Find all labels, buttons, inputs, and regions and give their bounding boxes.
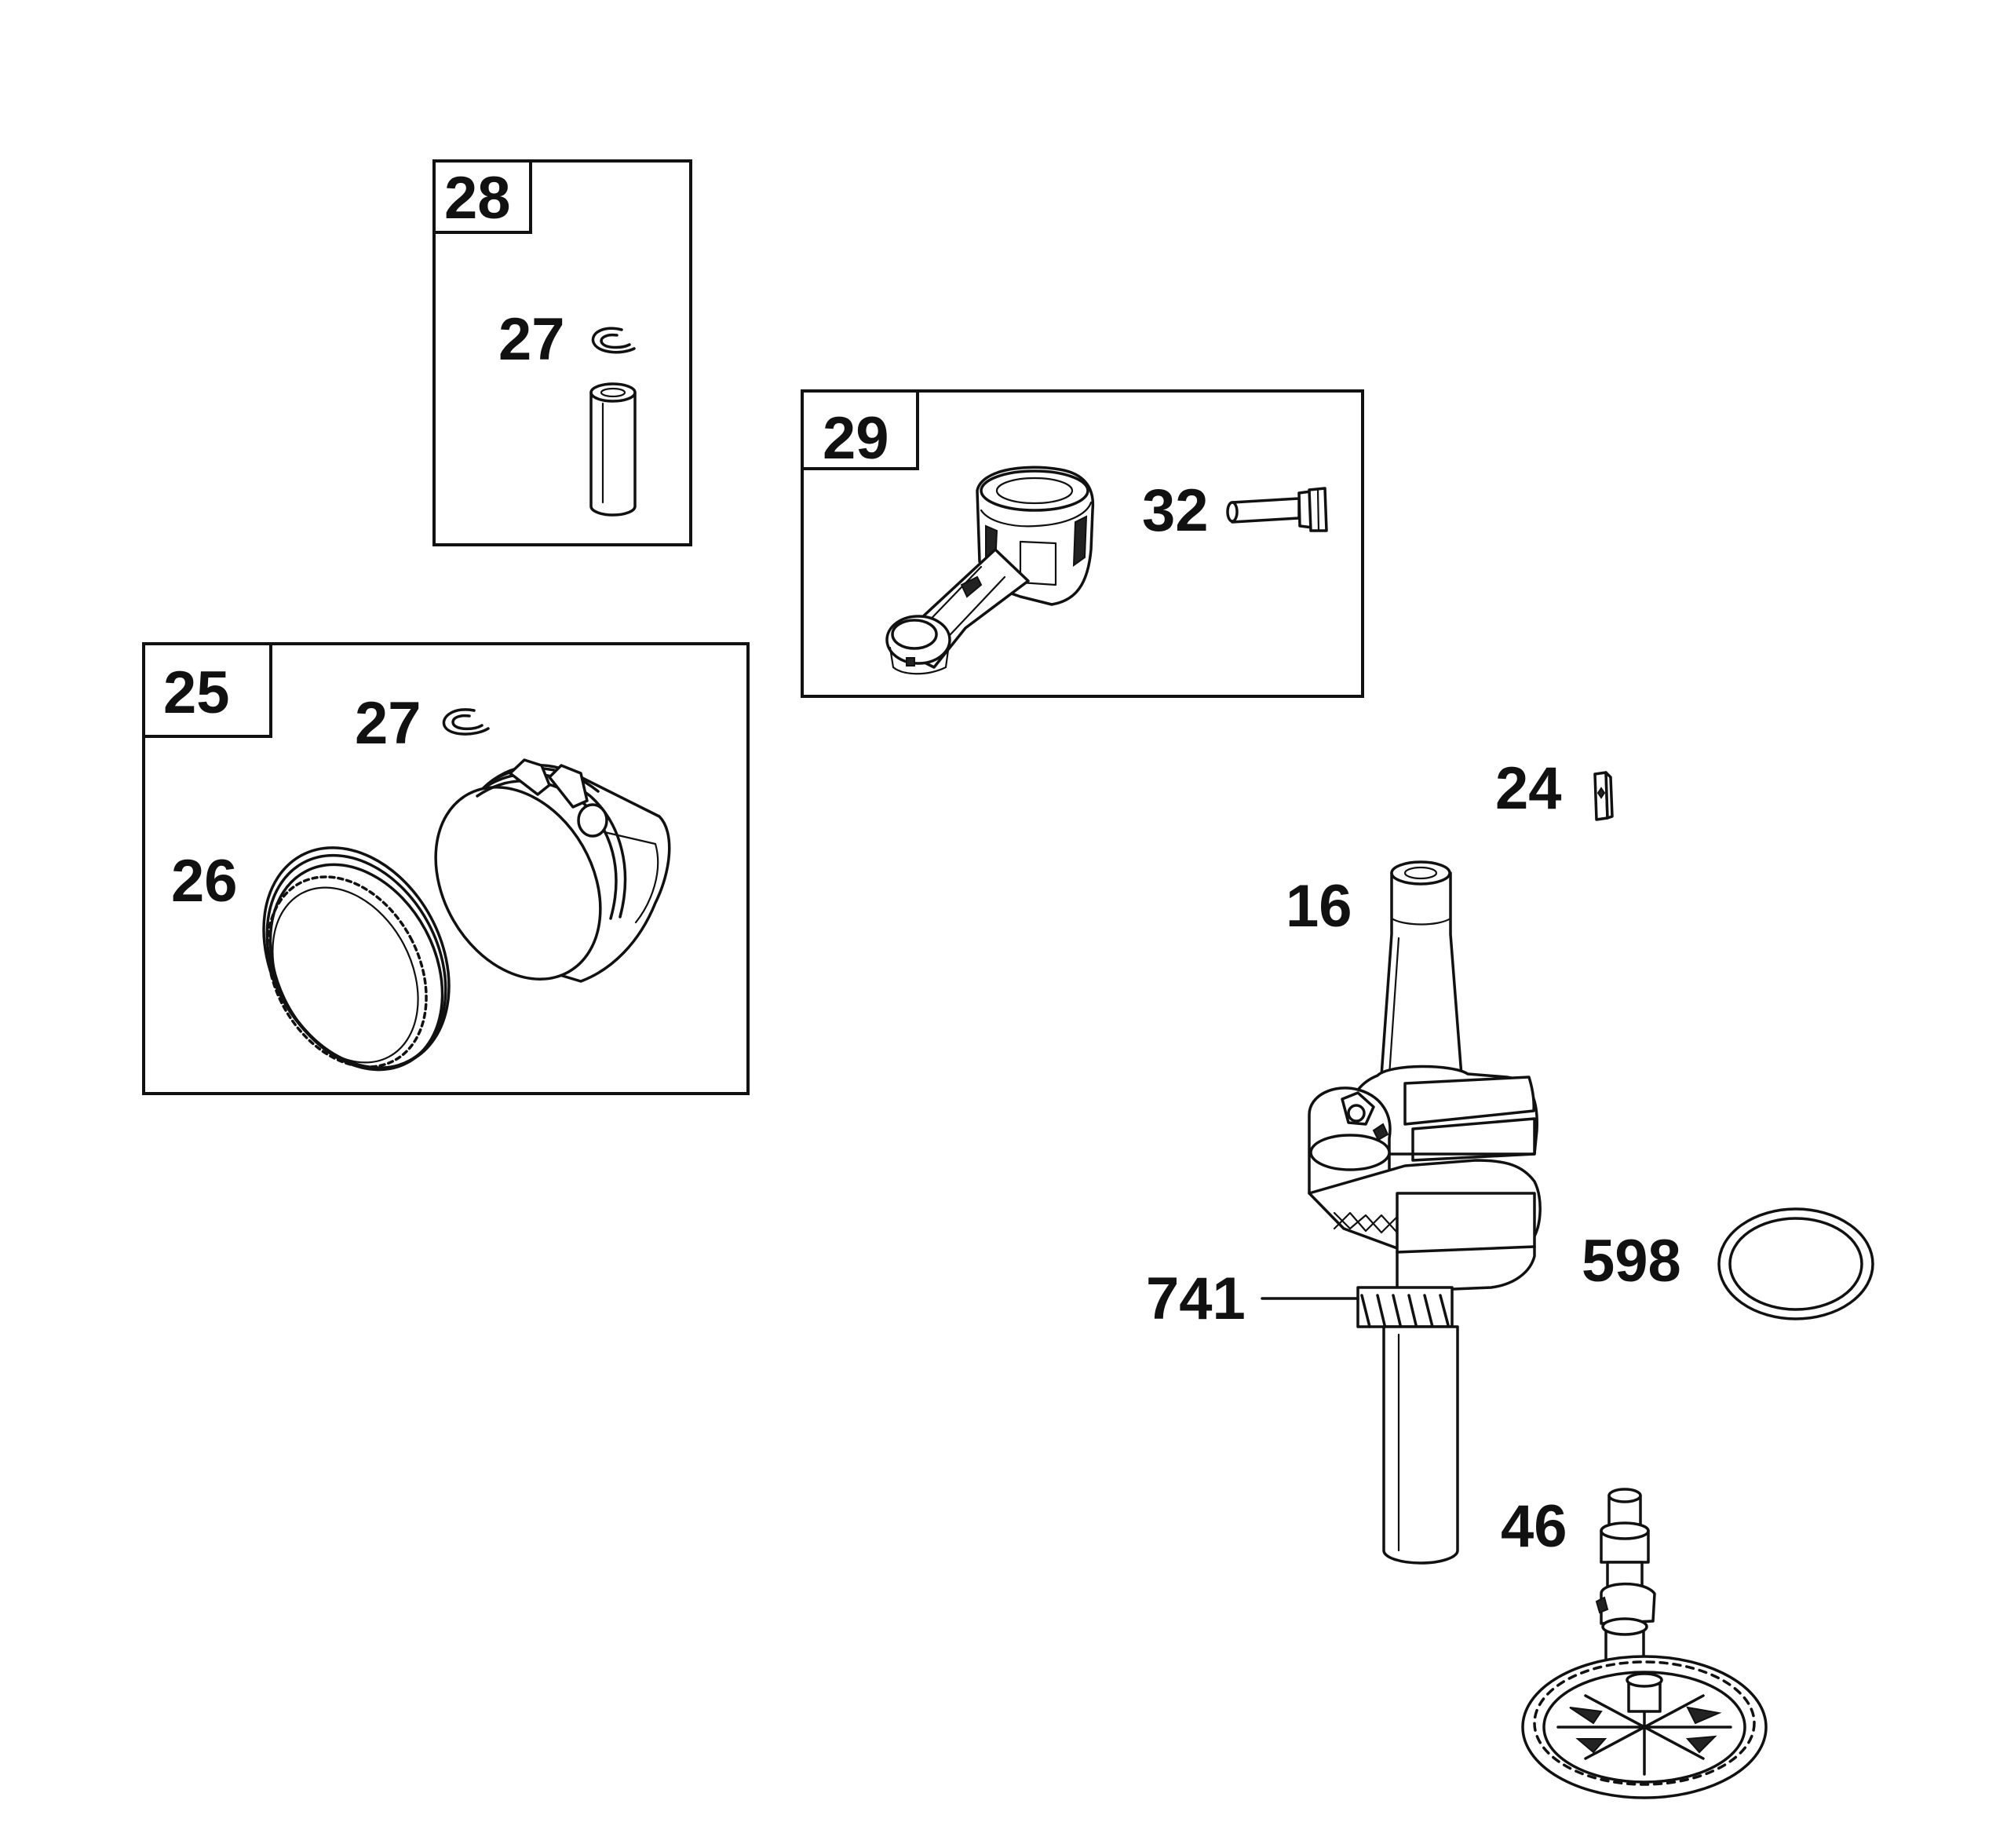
callout-741-crank-gear: 741 [1146, 1265, 1246, 1332]
kit-28-label-box [432, 159, 532, 234]
callout-26-piston-rings: 26 [171, 848, 238, 915]
kit-29-frame [801, 389, 1364, 698]
camshaft-icon [1521, 1488, 1768, 1799]
flywheel-key-icon [1593, 771, 1614, 821]
kit-25-group: 25 27 26 [142, 642, 750, 1095]
callout-32-rod-bolt: 32 [1142, 477, 1209, 544]
callout-598-thrust-washer: 598 [1582, 1228, 1681, 1295]
piston-ring-set-icon [262, 846, 451, 1072]
kit-29-label: 29 [823, 405, 889, 472]
piston-pin-clip-icon [442, 708, 490, 736]
connecting-rod-bolt-icon [1226, 487, 1328, 532]
callout-16-crankshaft: 16 [1286, 873, 1352, 940]
crankshaft-icon [1308, 860, 1542, 1565]
kit-25-frame [142, 642, 750, 1095]
kit-29-group: 29 32 [801, 389, 1364, 698]
piston-pin-icon [589, 382, 637, 517]
pin-retainer-clip-icon [591, 327, 636, 354]
kit-29-label-box [801, 389, 919, 470]
thrust-washer-icon [1717, 1207, 1874, 1320]
kit-25-label: 25 [163, 659, 230, 726]
kit-28-label: 28 [444, 165, 511, 232]
connecting-rod-icon [885, 466, 1095, 675]
piston-icon [434, 758, 671, 983]
kit-28-frame [432, 159, 692, 546]
callout-27-pin-clip: 27 [498, 306, 565, 373]
kit-25-label-box [142, 642, 272, 738]
callout-24-flywheel-key: 24 [1495, 755, 1562, 822]
kit-28-group: 28 27 [432, 159, 692, 546]
callout-46-camshaft: 46 [1501, 1493, 1567, 1560]
callout-27-piston-clip: 27 [355, 690, 421, 757]
